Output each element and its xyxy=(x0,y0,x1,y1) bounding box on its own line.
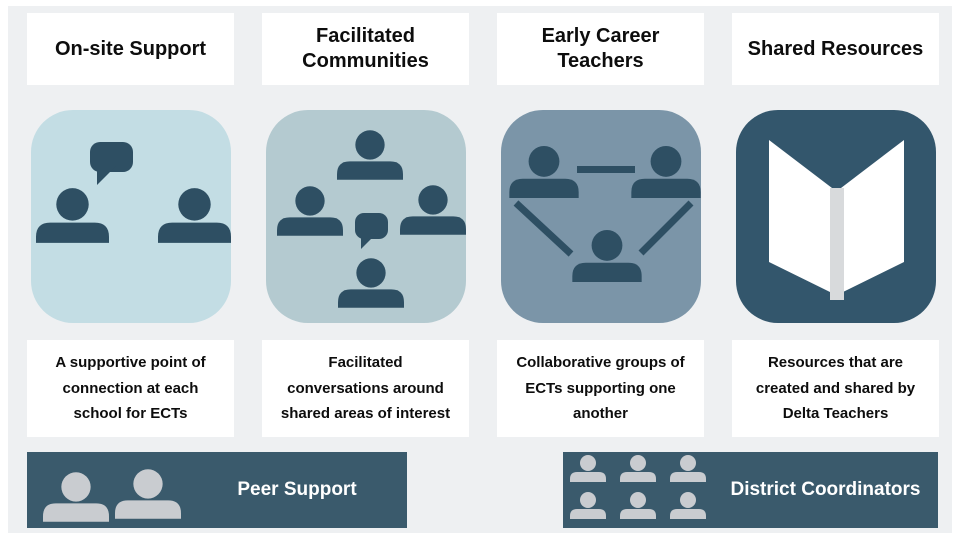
speech-bubble-tail xyxy=(360,234,376,249)
column-header-early-career-teachers: Early Career Teachers xyxy=(497,13,704,85)
person-6 xyxy=(670,492,706,519)
person-right xyxy=(399,185,466,235)
column-early-career-teachers: Early Career Teachers Collaborative grou… xyxy=(497,13,704,437)
peer-support-banner: Peer Support xyxy=(27,452,407,528)
district-coordinators-banner: District Coordinators xyxy=(563,452,938,528)
two-people-speech-bubble-icon xyxy=(35,142,231,243)
connector-right-diagonal xyxy=(638,200,693,256)
early-career-teachers-tile xyxy=(500,110,701,323)
person-left xyxy=(276,186,343,236)
book-page-right xyxy=(840,140,904,293)
description-onsite-support: A supportive point of connection at each… xyxy=(27,340,234,437)
person-a xyxy=(43,472,109,522)
six-people-grid-icon xyxy=(570,455,706,519)
book-spine xyxy=(829,188,844,300)
person-bottom xyxy=(571,230,642,282)
background-panel: On-site Support A supportive point of co… xyxy=(8,6,952,533)
shared-resources-tile xyxy=(735,110,936,323)
facilitated-communities-tile xyxy=(265,110,466,323)
book-page-left xyxy=(768,140,832,293)
columns-row: On-site Support A supportive point of co… xyxy=(27,13,939,437)
description-early-career-teachers: Collaborative groups of ECTs supporting … xyxy=(497,340,704,437)
connector-horizontal xyxy=(576,166,635,173)
open-book-icon xyxy=(768,140,904,300)
person-4 xyxy=(570,492,606,519)
person-3 xyxy=(670,455,706,482)
column-header-shared-resources: Shared Resources xyxy=(732,13,939,85)
person-1 xyxy=(570,455,606,482)
person-top-right xyxy=(630,146,701,198)
person-right xyxy=(157,188,231,243)
column-onsite-support: On-site Support A supportive point of co… xyxy=(27,13,234,437)
description-shared-resources: Resources that are created and shared by… xyxy=(732,340,939,437)
person-top xyxy=(336,130,403,180)
speech-bubble xyxy=(89,142,133,172)
peer-support-label: Peer Support xyxy=(237,479,357,500)
onsite-support-tile xyxy=(30,110,231,323)
district-coordinators-label: District Coordinators xyxy=(730,479,921,500)
person-top-left xyxy=(508,146,579,198)
column-shared-resources: Shared Resources Resources that are crea… xyxy=(732,13,939,437)
book-pages xyxy=(768,140,904,293)
person-5 xyxy=(620,492,656,519)
three-people-network-icon xyxy=(508,146,701,282)
column-facilitated-communities: Facilitated Communities Facilitated conv… xyxy=(262,13,469,437)
four-people-speech-bubble-icon xyxy=(276,130,466,308)
speech-bubble-tail xyxy=(96,166,116,185)
column-header-onsite-support: On-site Support xyxy=(27,13,234,85)
person-b xyxy=(115,469,181,519)
column-header-facilitated-communities: Facilitated Communities xyxy=(262,13,469,85)
speech-bubble xyxy=(354,213,388,239)
two-people-icon xyxy=(43,469,181,522)
person-bottom xyxy=(337,258,404,308)
connector-diagonals xyxy=(513,200,693,257)
person-2 xyxy=(620,455,656,482)
description-facilitated-communities: Facilitated conversations around shared … xyxy=(262,340,469,437)
person-left xyxy=(35,188,109,243)
connector-left-diagonal xyxy=(513,200,573,257)
